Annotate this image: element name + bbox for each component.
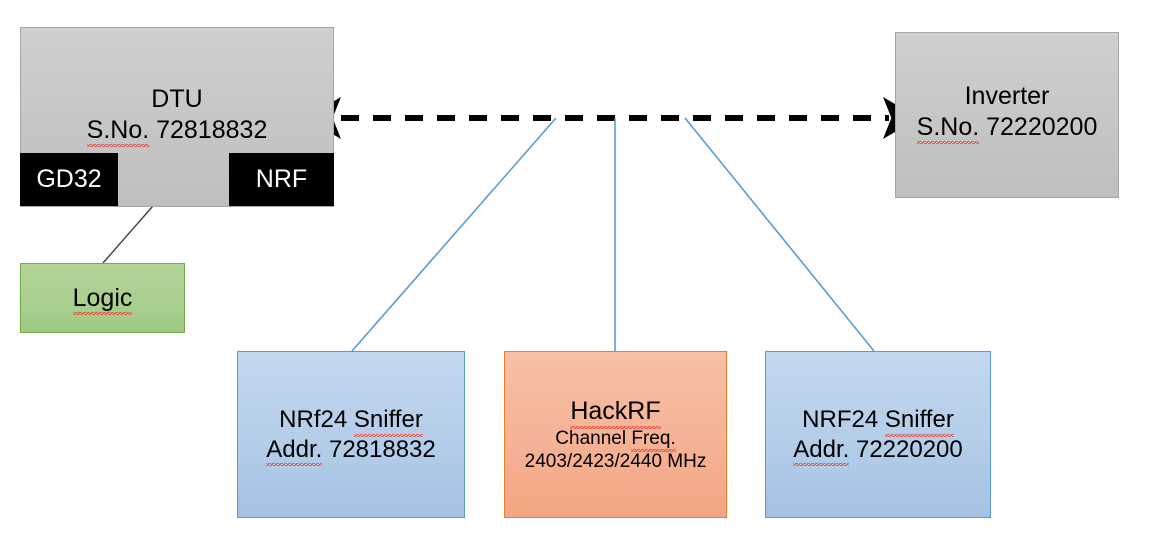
sniffer-right-tap (684, 117, 875, 352)
inverter-serial-value: 72220200 (986, 112, 1098, 141)
logic-node[interactable]: Logic (20, 263, 185, 333)
sniffer-right-address: Addr. 72220200 (793, 435, 963, 467)
hackrf-title: HackRF (570, 397, 661, 429)
sniffer-left-chip: NRf24 (279, 406, 348, 434)
nrf-label: NRF (255, 165, 308, 193)
sniffer-left-node[interactable]: NRf24 Sniffer Addr. 72818832 (237, 351, 465, 518)
gd32-label: GD32 (36, 165, 102, 193)
sniffer-left-address: Addr. 72818832 (266, 435, 436, 467)
inverter-node[interactable]: Inverter S.No. 72220200 (895, 32, 1119, 198)
sniffer-right-addr-prefix: Addr. (793, 435, 850, 467)
inverter-title: Inverter (964, 82, 1050, 110)
sniffer-left-role: Sniffer (353, 406, 423, 437)
sniffer-right-chip: NRF24 (802, 406, 879, 434)
dtu-title: DTU (151, 85, 203, 113)
hackrf-subtitle: Channel Freq. (555, 427, 677, 452)
hackrf-subtitle-prefix: Channel (555, 427, 627, 449)
sniffer-right-title: NRF24 Sniffer (802, 405, 954, 437)
sniffer-left-tap (351, 117, 557, 352)
hackrf-node[interactable]: HackRF Channel Freq. 2403/2423/2440 MHz (504, 351, 727, 518)
sniffer-right-node[interactable]: NRF24 Sniffer Addr. 72220200 (765, 351, 991, 518)
sniffer-left-title: NRf24 Sniffer (279, 405, 423, 437)
dtu-serial-prefix: S.No. (86, 115, 150, 147)
hackrf-frequencies: 2403/2423/2440 MHz (524, 450, 707, 472)
hackrf-subtitle-suffix: Freq. (631, 427, 677, 452)
dtu-serial-value: 72818832 (156, 115, 268, 144)
sniffer-left-addr-prefix: Addr. (266, 435, 323, 467)
sniffer-right-role: Sniffer (884, 406, 954, 437)
dtu-serial: S.No. 72818832 (86, 115, 268, 147)
nrf-node[interactable]: NRF (229, 153, 334, 206)
inverter-serial-prefix: S.No. (916, 112, 980, 144)
gd32-node[interactable]: GD32 (20, 153, 118, 206)
sniffer-left-addr-value: 72818832 (328, 435, 436, 463)
inverter-serial: S.No. 72220200 (916, 112, 1098, 144)
logic-label: Logic (72, 283, 133, 315)
sniffer-right-addr-value: 72220200 (855, 435, 963, 463)
